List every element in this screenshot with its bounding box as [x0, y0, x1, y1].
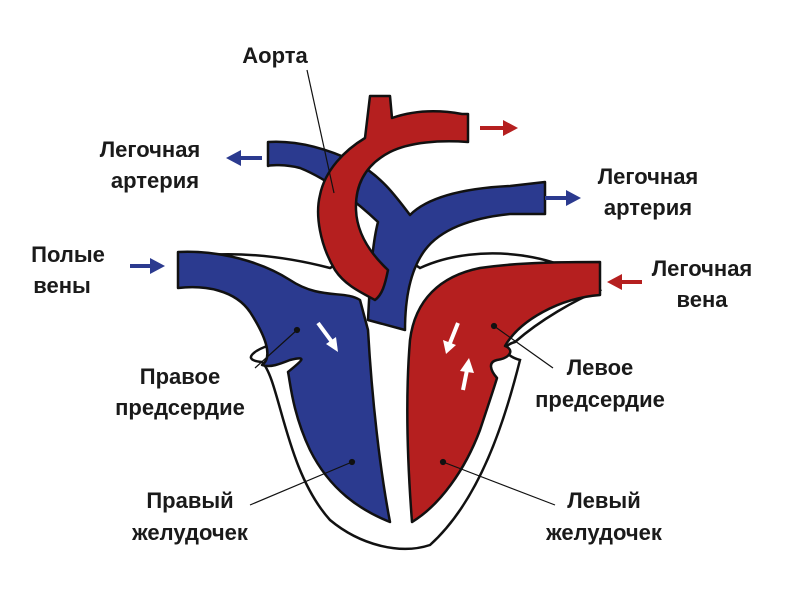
left-ventricle-label-line2: желудочек: [545, 520, 663, 545]
left-atrium-flow-arrow: [443, 322, 460, 354]
leader-lines: [249, 69, 556, 506]
left-atrium-leader-line: [493, 325, 554, 369]
right-ventricle-leader-line: [249, 461, 353, 506]
pulmonary-vein-inflow-arrow: [607, 274, 642, 290]
aorta-vessel: [316, 94, 470, 302]
left-atrium-label-line2: предсердие: [535, 387, 665, 412]
vena-cava-inflow-arrow: [130, 258, 165, 274]
right-atrium-dot: [293, 326, 301, 334]
right-heart-chambers: [176, 250, 392, 524]
pulmonary-artery-right-arrow: [545, 190, 581, 206]
pulmonary-artery-left-label-line2: артерия: [111, 168, 199, 193]
right-ventricle-up-arrow: [373, 333, 387, 366]
left-ventricle-leader-line: [442, 461, 556, 506]
right-ventricle-label-line2: желудочек: [131, 520, 249, 545]
right-atrium-leader-line: [254, 329, 298, 369]
aorta-label: Аорта: [242, 43, 308, 68]
pulmonary-vein-label-line2: вена: [677, 287, 729, 312]
right-ventricle-dot: [348, 458, 356, 466]
aorta-leader-line: [306, 69, 335, 194]
pulmonary-artery-right-label-line1: Легочная: [598, 164, 699, 189]
pulmonary-artery-right-label-line2: артерия: [604, 195, 692, 220]
left-ventricle-up-arrow: [460, 358, 474, 391]
pulmonary-artery-left-label-line1: Легочная: [100, 137, 201, 162]
pulmonary-artery-left-arrow: [226, 150, 262, 166]
right-atrium-label-line1: Правое: [140, 364, 220, 389]
left-atrium-dot: [490, 322, 498, 330]
vena-cava-label-line2: вены: [33, 273, 91, 298]
right-atrium-flow-arrow: [316, 321, 338, 352]
vena-cava-label-line1: Полые: [31, 242, 105, 267]
left-atrium-label-line1: Левое: [567, 355, 634, 380]
pulmonary-vein-label-line1: Легочная: [652, 256, 753, 281]
right-atrium-label-line2: предсердие: [115, 395, 245, 420]
right-ventricle-label-line1: Правый: [146, 488, 233, 513]
left-ventricle-dot: [439, 458, 447, 466]
left-ventricle-label-line1: Левый: [567, 488, 641, 513]
chamber-flow-arrows: [316, 321, 474, 391]
aorta-outflow-arrow: [480, 120, 518, 136]
